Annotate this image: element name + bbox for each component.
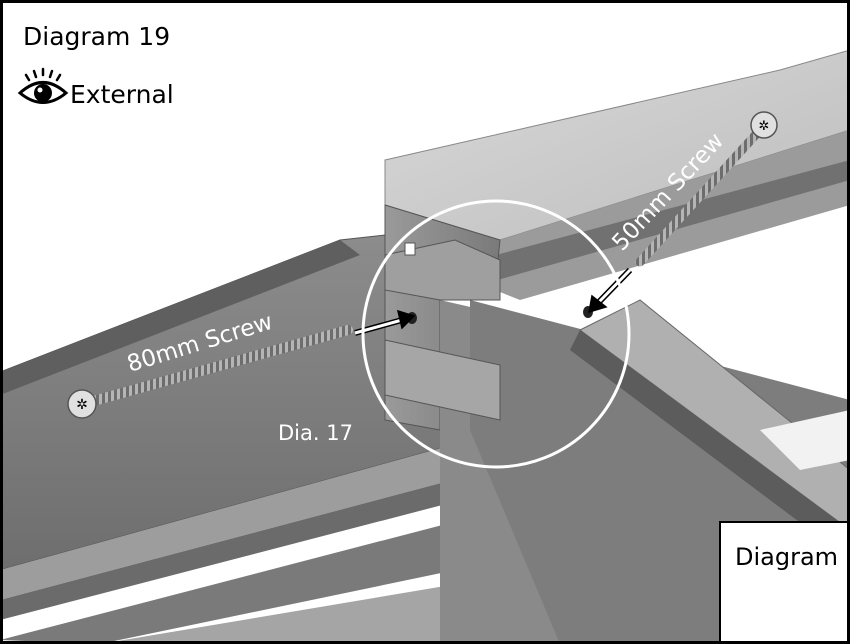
screw-50-shaft [635,125,765,267]
diagonal-brace-side [570,330,850,560]
inset-panel: Diagram [719,521,850,644]
left-rafter-top [0,240,360,395]
ridge-beam-shadow [470,160,850,285]
screw-80-head [67,389,97,419]
detail-ref-label: Dia. 17 [278,421,353,445]
screw-50-head-mark: ✲ [759,119,770,134]
detail-circle [361,199,631,469]
screw-50-head [750,111,778,139]
light-gap [760,410,850,470]
lower-rail-edge [0,470,500,620]
screw-80-head-mark: ✲ [76,397,88,413]
lower-rail [0,440,490,600]
screw-80-shaft [85,325,353,407]
inset-label: Diagram [735,543,839,571]
view-label: External [70,80,174,109]
diagram-title: Diagram 19 [23,22,171,51]
eye-icon [17,67,69,104]
notch-block [384,339,501,421]
white-tab [404,242,416,256]
